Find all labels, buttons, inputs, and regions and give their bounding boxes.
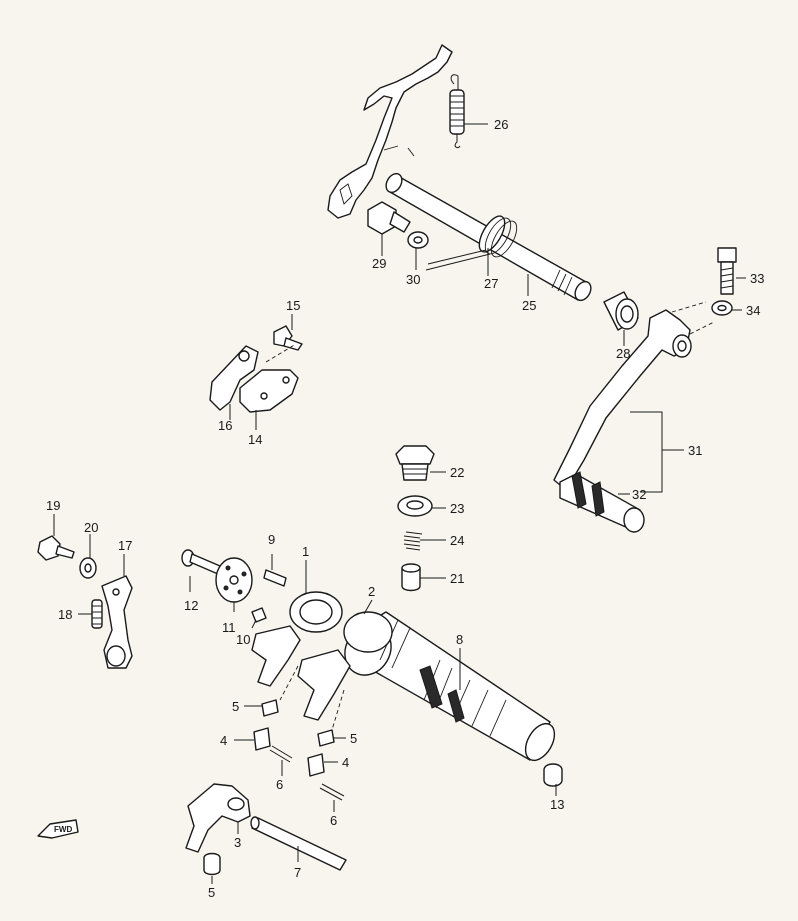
label-25: 25 — [522, 298, 536, 313]
cam-end-13 — [543, 763, 563, 787]
stopper-lever-assembly — [37, 535, 133, 669]
label-3: 3 — [234, 835, 241, 850]
label-23: 23 — [450, 501, 464, 516]
label-4a: 4 — [220, 733, 227, 748]
pin-4a — [253, 727, 271, 751]
pin-4b — [307, 753, 325, 777]
label-15: 15 — [286, 298, 300, 313]
shift-pedal-rubber — [559, 471, 645, 533]
roller-5a — [261, 699, 279, 717]
shift-lever-arm — [553, 309, 691, 491]
label-14: 14 — [248, 432, 262, 447]
stopper-lever-17 — [101, 575, 133, 669]
label-22: 22 — [450, 465, 464, 480]
label-6a: 6 — [276, 777, 283, 792]
label-1: 1 — [302, 544, 309, 559]
label-18: 18 — [58, 607, 72, 622]
label-5c: 5 — [208, 885, 215, 900]
label-19: 19 — [46, 498, 60, 513]
bushing-28 — [603, 291, 639, 331]
cam-stopper-assembly — [209, 325, 303, 413]
cotter-6a — [269, 745, 293, 763]
label-7: 7 — [294, 865, 301, 880]
label-34: 34 — [746, 303, 760, 318]
label-31: 31 — [688, 443, 702, 458]
shift-fork-1 — [251, 591, 343, 687]
shift-fork-2 — [297, 611, 393, 721]
forward-direction-indicator: FWD — [37, 819, 79, 839]
label-29: 29 — [372, 256, 386, 271]
cam-plate-11 — [215, 557, 253, 603]
label-2: 2 — [368, 584, 375, 599]
neutral-detent-parts — [395, 445, 435, 592]
spring-18 — [91, 599, 103, 629]
label-20: 20 — [84, 520, 98, 535]
label-8: 8 — [456, 632, 463, 647]
stopper-plate-16 — [209, 345, 259, 411]
screw-15 — [273, 325, 303, 351]
label-16: 16 — [218, 418, 232, 433]
label-6b: 6 — [330, 813, 337, 828]
screw-12 — [181, 549, 221, 575]
gearshift-lever — [553, 247, 737, 533]
label-17: 17 — [118, 538, 132, 553]
label-28: 28 — [616, 346, 630, 361]
roller-5b — [317, 729, 335, 747]
spring-24 — [403, 531, 423, 551]
tension-spring — [449, 74, 465, 149]
pin-9 — [263, 569, 287, 587]
label-5b: 5 — [350, 731, 357, 746]
bolt-29 — [367, 201, 411, 235]
bolt-19 — [37, 535, 75, 561]
plug-22 — [395, 445, 435, 481]
label-9: 9 — [268, 532, 275, 547]
part-number-labels: 26 29 30 27 25 28 33 34 31 32 15 16 14 2… — [46, 117, 764, 900]
plunger-21 — [401, 563, 421, 592]
label-32: 32 — [632, 487, 646, 502]
stopper-plate-14 — [239, 369, 299, 413]
label-27: 27 — [484, 276, 498, 291]
label-4b: 4 — [342, 755, 349, 770]
label-33: 33 — [750, 271, 764, 286]
label-30: 30 — [406, 272, 420, 287]
label-26: 26 — [494, 117, 508, 132]
label-24: 24 — [450, 533, 464, 548]
cotter-6b — [319, 783, 345, 801]
forward-label: FWD — [54, 825, 72, 834]
label-12: 12 — [184, 598, 198, 613]
cam-driven-gear-parts — [181, 549, 287, 623]
bolt-33 — [717, 247, 737, 295]
label-13: 13 — [550, 797, 564, 812]
shift-arm-plate — [327, 44, 453, 219]
label-21: 21 — [450, 571, 464, 586]
gearshift-shaft-assembly — [327, 44, 639, 331]
washer-20 — [79, 557, 97, 579]
shift-fork-3 — [185, 783, 251, 853]
leader-lines — [53, 123, 746, 884]
gasket-23 — [397, 495, 433, 517]
label-5a: 5 — [232, 699, 239, 714]
shift-cam-assembly — [185, 591, 563, 876]
label-11: 11 — [222, 620, 236, 635]
label-10: 10 — [236, 632, 250, 647]
pin-10 — [251, 607, 267, 623]
roller-5c — [203, 852, 221, 876]
